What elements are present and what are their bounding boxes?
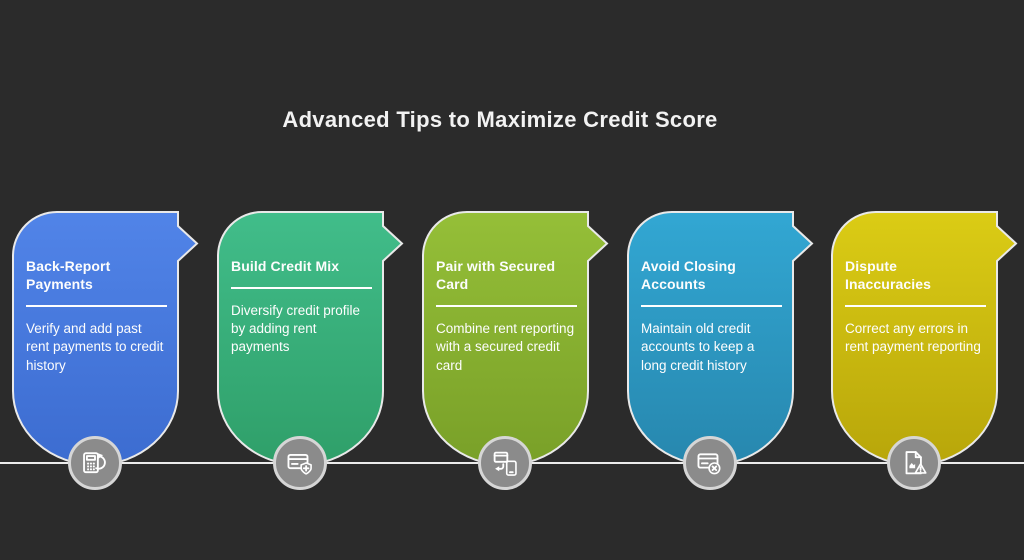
- card-bubble: [12, 211, 199, 467]
- card-content: Pair with Secured Card Combine rent repo…: [436, 257, 577, 375]
- card-divider: [231, 287, 372, 290]
- card-bubble: [422, 211, 609, 467]
- card-content: Avoid Closing Accounts Maintain old cred…: [641, 257, 782, 375]
- card-heading: Dispute Inaccuracies: [845, 258, 932, 293]
- card-body: Diversify credit profile by adding rent …: [231, 303, 361, 355]
- page-title: Advanced Tips to Maximize Credit Score: [282, 107, 718, 132]
- card-heading: Avoid Closing Accounts: [641, 258, 736, 293]
- card-bubble: [627, 211, 814, 467]
- card-body: Verify and add past rent payments to cre…: [26, 321, 164, 373]
- card-divider: [845, 305, 986, 308]
- card-heading: Pair with Secured Card: [436, 258, 556, 293]
- card-content: Build Credit Mix Diversify credit profil…: [231, 257, 372, 356]
- credit-card-add-icon: [273, 436, 327, 490]
- card-divider: [436, 305, 577, 308]
- card-bubble: [831, 211, 1018, 467]
- card-avoid-closing-accounts: Avoid Closing Accounts Maintain old cred…: [627, 211, 815, 490]
- card-divider: [641, 305, 782, 308]
- card-content: Dispute Inaccuracies Correct any errors …: [845, 257, 986, 357]
- document-warning-icon: [887, 436, 941, 490]
- card-dispute-inaccuracies: Dispute Inaccuracies Correct any errors …: [831, 211, 1019, 490]
- card-content: Back-Report Payments Verify and add past…: [26, 257, 167, 375]
- card-divider: [26, 305, 167, 308]
- card-back-report-payments: Back-Report Payments Verify and add past…: [12, 211, 200, 490]
- card-phone-transfer-icon: [478, 436, 532, 490]
- card-body: Correct any errors in rent payment repor…: [845, 321, 981, 355]
- card-heading: Back-Report Payments: [26, 258, 111, 293]
- card-heading: Build Credit Mix: [231, 258, 340, 274]
- card-build-credit-mix: Build Credit Mix Diversify credit profil…: [217, 211, 405, 490]
- card-pair-with-secured-card: Pair with Secured Card Combine rent repo…: [422, 211, 610, 490]
- card-body: Combine rent reporting with a secured cr…: [436, 321, 575, 373]
- credit-card-cancel-icon: [683, 436, 737, 490]
- calculator-sync-icon: [68, 436, 122, 490]
- card-bubble: [217, 211, 404, 467]
- card-body: Maintain old credit accounts to keep a l…: [641, 321, 755, 373]
